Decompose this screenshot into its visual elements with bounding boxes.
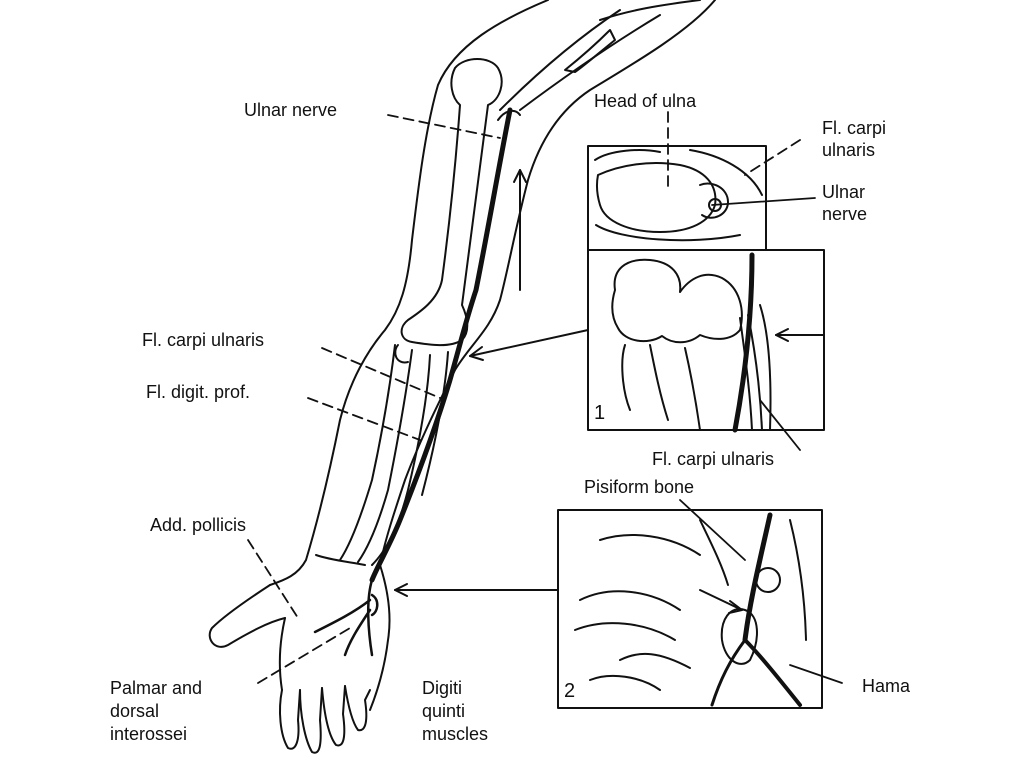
label-pisiform-bone: Pisiform bone [584,477,695,497]
inset-1-frame [587,145,825,433]
label-fl-carpi-top-1: Fl. carpi [822,118,887,138]
label-fl-digit-prof: Fl. digit. prof. [146,382,251,402]
label-fl-carpi-ulnaris-inset: Fl. carpi ulnaris [652,449,775,469]
label-digiti-1: Digiti [422,678,463,698]
inset-1-number: 1 [594,402,606,424]
label-palmar-1: Palmar and [110,678,203,698]
inset-2-frame [557,509,823,709]
label-digiti-2: quinti [422,701,466,721]
humerus [400,58,503,347]
upper-forearm-muscles [497,0,701,121]
label-ulnar-nerve-left: Ulnar nerve [244,100,338,120]
label-hamate: Hama [862,676,911,696]
nerve-branches [313,578,379,657]
label-palmar-2: dorsal [110,701,160,721]
inset-2-number: 2 [564,680,576,702]
label-head-of-ulna: Head of ulna [594,91,697,111]
label-fl-carpi-top-2: ulnaris [822,140,876,160]
radius-ulna [315,344,449,566]
label-ulnar-nerve-right-2: nerve [822,204,868,224]
label-ulnar-nerve-right-1: Ulnar [822,182,866,202]
label-palmar-3: interossei [110,724,188,744]
fingers [279,685,371,754]
pointer-arrows [394,169,589,597]
arm-outline [208,0,716,711]
ulnar-nerve [369,107,513,583]
label-fl-carpi-ulnaris-left: Fl. carpi ulnaris [142,330,265,350]
label-add-pollicis: Add. pollicis [150,515,247,535]
label-digiti-3: muscles [422,724,489,744]
